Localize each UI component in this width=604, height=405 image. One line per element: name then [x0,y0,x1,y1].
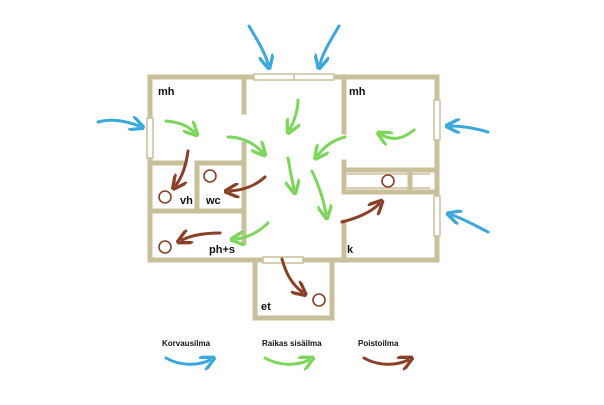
windows [146,73,441,264]
fresh-arrow-6 [382,128,416,138]
walls [147,74,440,263]
vent-closet-icon [381,174,395,188]
fresh-arrow-1 [164,119,194,132]
room-label-mh-left: mh [158,86,175,98]
room-label-wc: wc [205,195,221,207]
vent-et-icon [312,293,326,307]
fresh-arrow-8 [236,221,270,239]
fresh-arrow-5 [318,135,347,155]
entrance-room [252,260,335,321]
legend-label-fresh: Raikas sisäilma [262,339,322,348]
legend-arrow-fresh [263,358,309,364]
room-label-et: et [261,301,271,313]
outdoor-arrow-right-lower [452,215,490,234]
room-label-k: k [347,244,354,256]
outdoor-air-arrows [96,24,490,234]
exhaust-arrow-mh-vh [176,149,190,185]
exhaust-arrow-k [340,204,379,224]
vent-vh-icon [158,190,172,204]
room-label-mh-right: mh [349,86,366,98]
window-right-upper [433,99,441,141]
exhaust-arrow-wc [230,175,267,191]
room-label-ph-s: ph+s [209,244,235,256]
exhaust-arrow-et [280,257,302,292]
legend-label-exhaust: Poistoilma [358,339,399,348]
room-label-vh: vh [180,195,193,207]
fresh-arrow-2 [226,135,262,152]
window-left [146,117,154,159]
exhaust-arrow-ph [182,233,222,240]
fresh-arrow-7 [310,169,326,214]
window-right-lower [433,195,441,237]
legend-arrow-exhaust [362,358,408,364]
fresh-arrow-3 [290,98,298,129]
fresh-air-arrows [164,98,416,239]
wall-closet-inner [347,173,430,189]
legend-label-outdoor: Korvausilma [162,339,211,348]
legend: Korvausilma Raikas sisäilma Poistoilma [162,339,408,364]
outdoor-arrow-top-left [247,24,268,64]
outdoor-arrow-left [96,120,139,126]
vent-ph-icon [158,240,172,254]
fresh-arrow-4 [288,156,294,189]
outdoor-arrow-top-right [320,24,341,64]
exhaust-air-arrows [176,149,379,292]
outdoor-arrow-right-upper [451,126,490,132]
exhaust-vents [158,169,395,307]
vent-wc-icon [203,169,217,183]
legend-arrow-outdoor [164,358,210,364]
